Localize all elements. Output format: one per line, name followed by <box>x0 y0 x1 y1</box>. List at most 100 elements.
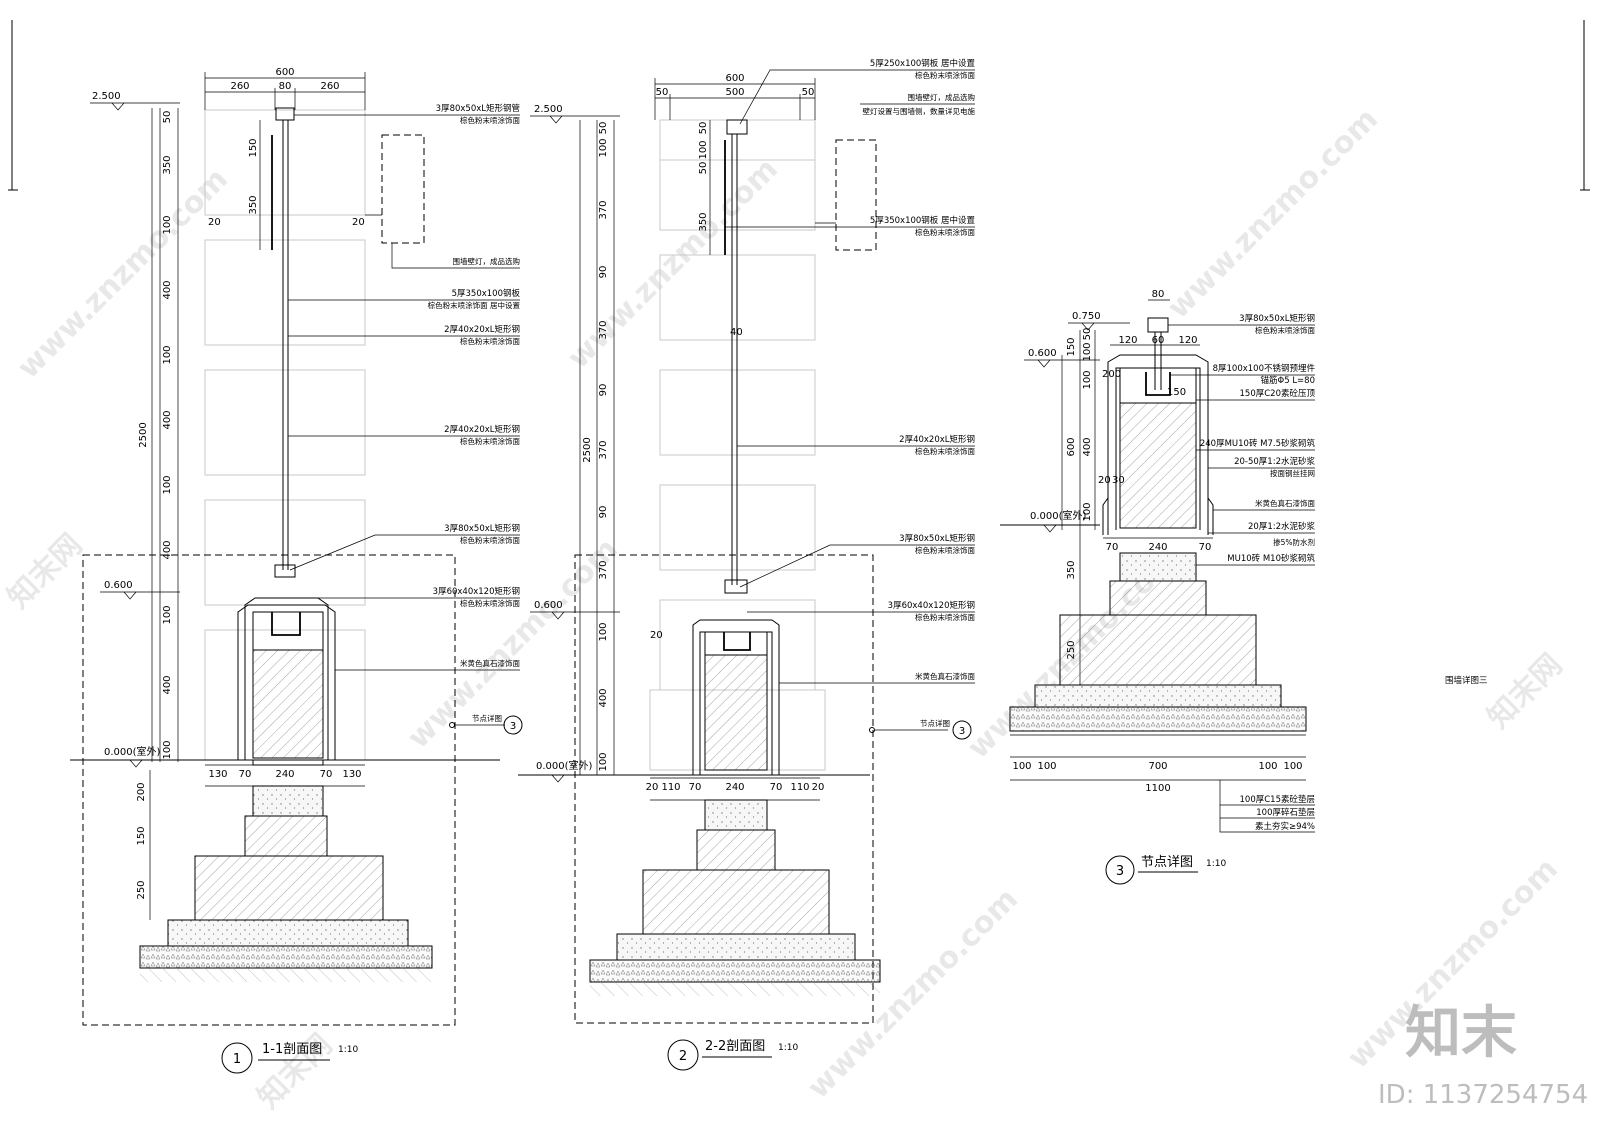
callout-text: 3厚80x50xL矩形钢 <box>444 523 520 534</box>
callout-text: 2厚40x20xL矩形钢 <box>444 424 520 435</box>
dim-label: 100 <box>598 622 609 641</box>
dim-label: 500 <box>725 87 744 98</box>
detail-ref-mark: 3 <box>959 726 965 737</box>
section-number: 2 <box>679 1049 687 1064</box>
dim-label: 130 <box>342 769 361 780</box>
dim-label: 130 <box>208 769 227 780</box>
side-note: 围墙详图三 <box>1445 675 1488 686</box>
callout-text: 240厚MU10砖 M7.5砂浆砌筑 <box>1200 438 1316 449</box>
dim-label: 50 <box>698 162 709 175</box>
elevation-label: 2.500 <box>92 91 121 102</box>
callout-text: 围墙壁灯，成品选购 <box>908 92 976 102</box>
callout-text: 棕色粉末喷涂饰面 <box>460 436 520 446</box>
dim-label: 240 <box>1148 542 1167 553</box>
dim-label: 100 <box>1082 342 1093 361</box>
callout-text: 100厚C15素砼垫层 <box>1240 794 1315 805</box>
section-number: 1 <box>233 1052 241 1067</box>
dim-label: 50 <box>698 122 709 135</box>
dim-label: 100 <box>1012 761 1031 772</box>
dim-label: 70 <box>239 769 252 780</box>
dim-label: 370 <box>598 440 609 459</box>
brand-logo: 知末 ID: 1137254754 <box>1378 1001 1588 1110</box>
callout-text: 5厚250x100钢板 居中设置 <box>870 58 976 69</box>
sheet-frame <box>8 20 1590 191</box>
callout-text: 3厚80x50xL矩形钢 <box>899 533 975 544</box>
section-number: 3 <box>1116 864 1124 879</box>
dim-label: 260 <box>230 81 249 92</box>
section-title: 节点详图 <box>1141 855 1193 870</box>
callout-text: 3厚60x40x120矩形钢 <box>888 600 975 611</box>
elevation-label: 0.000(室外) <box>104 745 161 758</box>
callout-text: 棕色粉末喷涂饰面 <box>460 336 520 346</box>
dim-label: 240 <box>725 782 744 793</box>
watermark-text: 知末网 <box>1 527 89 615</box>
dim-label: 400 <box>162 675 173 694</box>
id-text: ID: 1137254754 <box>1378 1080 1588 1110</box>
dim-label: 100 <box>598 138 609 157</box>
dim-label: 50 <box>598 122 609 135</box>
callout-text: 20-50厚1:2水泥砂浆 <box>1234 456 1315 467</box>
dim-label: 600 <box>1066 437 1077 456</box>
callout-text: 棕色粉末喷涂饰面 <box>1255 325 1315 335</box>
section-title: 1-1剖面图 <box>262 1042 322 1057</box>
callout-text: 素土夯实≥94% <box>1255 821 1315 832</box>
callout-text: 棕色粉末喷涂饰面 居中设置 <box>428 300 521 310</box>
dim-label: 70 <box>320 769 333 780</box>
dim-label: 110 <box>661 782 680 793</box>
callout-text: 3厚60x40x120矩形钢 <box>433 586 520 597</box>
callout-text: 棕色粉末喷涂饰面 <box>460 535 520 545</box>
dim-label: 370 <box>598 200 609 219</box>
callout-text: 棕色粉末喷涂饰面 <box>460 598 520 608</box>
dim-label: 250 <box>136 880 147 899</box>
callout-text: 5厚350x100钢板 <box>452 288 521 299</box>
dim-label: 50 <box>802 87 815 98</box>
dim-label: 100 <box>1037 761 1056 772</box>
elevation-label: 0.600 <box>104 580 133 591</box>
callout-text: 2厚40x20xL矩形钢 <box>899 434 975 445</box>
callout-text: 8厚100x100不锈钢预埋件 <box>1213 363 1316 374</box>
watermark-text: 知末网 <box>1481 647 1569 735</box>
section-scale: 1:10 <box>338 1045 358 1055</box>
dim-label: 120 <box>1118 335 1137 346</box>
dim-label: 80 <box>1152 289 1165 300</box>
dim-label: 150 <box>136 826 147 845</box>
callout-text: 米黄色真石漆饰面 <box>915 671 975 681</box>
section-scale: 1:10 <box>778 1043 798 1053</box>
dim-label: 150 <box>1066 337 1077 356</box>
callout-text: 3厚80x50xL矩形钢 <box>1239 313 1315 324</box>
dim-label: 100 <box>1283 761 1302 772</box>
dim-label: 100 <box>162 475 173 494</box>
dim-label: 50 <box>1082 328 1093 341</box>
section-scale: 1:10 <box>1206 859 1226 869</box>
dim-label: 350 <box>698 212 709 231</box>
callout-text: 棕色粉末喷涂饰面 <box>915 70 975 80</box>
elevation-label: 0.000(室外) <box>1030 509 1087 522</box>
elevation-label: 0.600 <box>1028 348 1057 359</box>
callout-text: 3厚80x50xL矩形钢管 <box>436 103 520 114</box>
dim-label: 600 <box>275 67 294 78</box>
watermark-text: www.znzmo.com <box>11 162 235 386</box>
section-3-node-detail: 80 120 60 120 0.750 0.600 0.000(室外) 150 … <box>1000 289 1316 885</box>
logo-text: 知末 <box>1405 1001 1517 1066</box>
dim-label: 2500 <box>138 422 149 447</box>
dim-label: 150 <box>248 138 259 157</box>
elevation-label: 2.500 <box>534 104 563 115</box>
dim-label: 400 <box>1082 437 1093 456</box>
dim-label: 200 <box>136 782 147 801</box>
watermark-text: www.znzmo.com <box>1161 102 1385 326</box>
dim-label: 40 <box>730 327 743 338</box>
dim-label: 700 <box>1148 761 1167 772</box>
dim-label: 70 <box>1199 542 1212 553</box>
callout-text: 按面钢丝挂网 <box>1270 468 1315 478</box>
dim-label: 70 <box>1106 542 1119 553</box>
dim-label: 400 <box>162 410 173 429</box>
elevation-label: 0.000(室外) <box>536 759 593 772</box>
dim-label: 70 <box>770 782 783 793</box>
dim-label: 400 <box>162 280 173 299</box>
callout-text: 棕色粉末喷涂饰面 <box>460 115 520 125</box>
callout-text: 100厚碎石垫层 <box>1256 807 1315 818</box>
callout-text: 150厚C20素砼压顶 <box>1240 388 1316 399</box>
callout-text: 棕色粉末喷涂饰面 <box>915 446 975 456</box>
dim-label: 110 <box>790 782 809 793</box>
